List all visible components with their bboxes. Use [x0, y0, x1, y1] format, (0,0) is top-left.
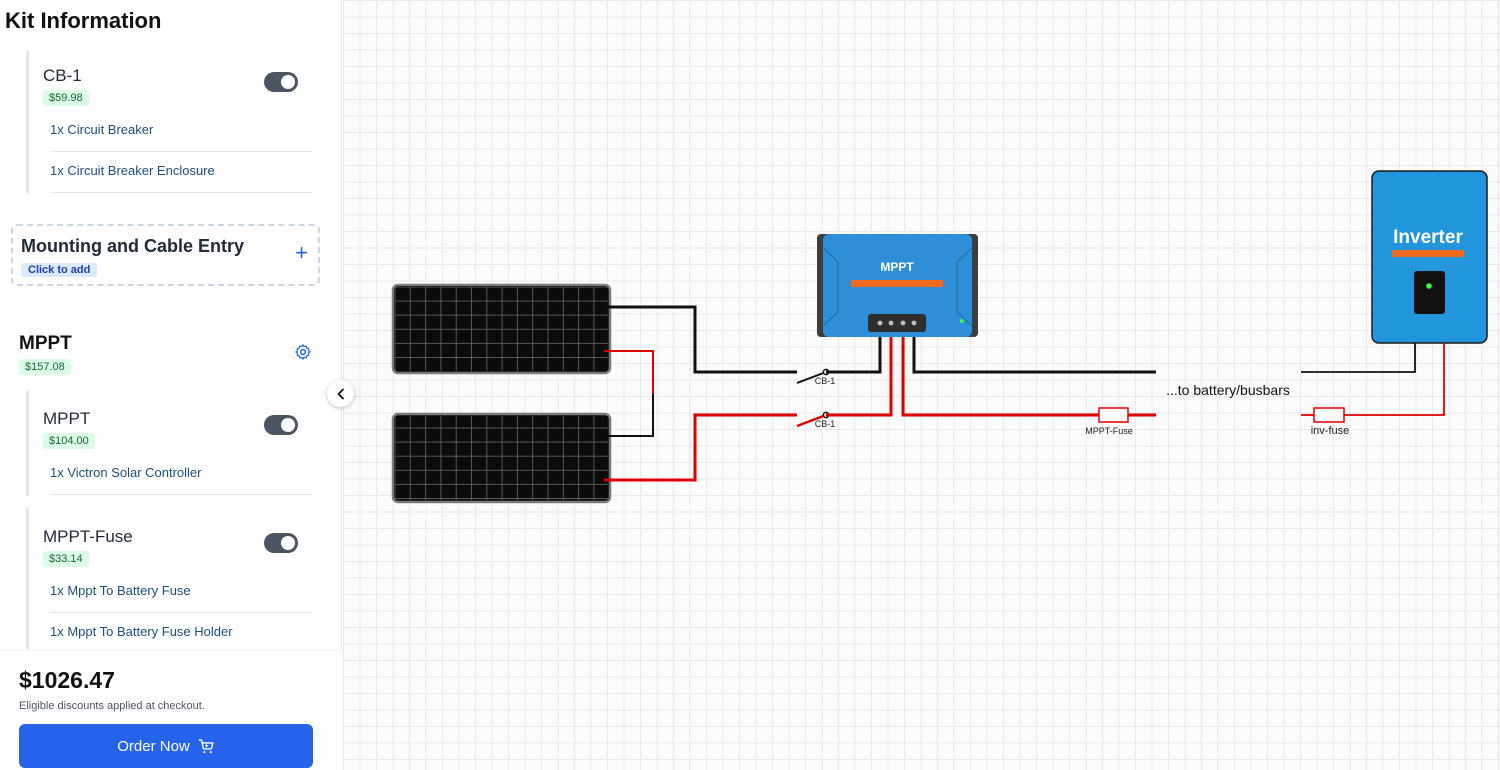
solar-panel-bottom[interactable] — [391, 412, 612, 504]
inv-fuse-symbol[interactable] — [1313, 407, 1345, 423]
total-price: $1026.47 — [19, 667, 115, 693]
kit-sidebar: Kit Information CB-1 $59.98 1x Circuit B… — [0, 0, 342, 770]
inverter-positive-wire — [1344, 343, 1445, 416]
breaker-switch-top[interactable] — [796, 371, 827, 384]
mppt-toggle[interactable] — [264, 415, 298, 435]
price-badge: $104.00 — [43, 433, 95, 449]
plus-icon[interactable]: + — [295, 240, 308, 265]
add-mounting-card[interactable]: Mounting and Cable Entry Click to add + — [11, 224, 320, 286]
negative-wire-mppt-out — [912, 329, 1156, 374]
click-to-add-badge: Click to add — [21, 263, 98, 277]
panel-series-black — [604, 394, 654, 437]
order-now-label: Order Now — [117, 737, 190, 755]
mppt-controller[interactable] — [817, 234, 978, 337]
wiring-diagram: MPPT Inverter CB-1 CB-1 MPPT-Fuse inv-fu… — [391, 170, 1488, 504]
part-link[interactable]: 1x Circuit Breaker Enclosure — [50, 163, 312, 193]
panel-series-red — [604, 350, 654, 394]
part-link[interactable]: 1x Mppt To Battery Fuse — [50, 583, 312, 613]
negative-wire-panel — [604, 305, 797, 374]
positive-wire-mppt-out — [901, 329, 1099, 417]
order-footer: $1026.47 Eligible discounts applied at c… — [0, 650, 342, 770]
item-name-mppt: MPPT — [43, 409, 91, 428]
positive-wire-mppt — [826, 329, 893, 417]
gear-icon[interactable] — [294, 343, 312, 361]
cb1-toggle[interactable] — [264, 72, 298, 92]
negative-wire-mppt — [826, 329, 882, 374]
cart-icon — [198, 738, 214, 753]
group-rail — [26, 507, 29, 650]
inv-fuse-label: inv-fuse — [1311, 425, 1350, 437]
group-rail — [26, 50, 29, 194]
section-price-badge: $157.08 — [19, 359, 71, 375]
chevron-left-icon — [337, 388, 344, 399]
price-badge: $59.98 — [43, 90, 89, 106]
mppt-device-label: MPPT — [880, 260, 914, 274]
mppt-fuse-toggle[interactable] — [264, 533, 298, 553]
group-rail — [26, 390, 29, 496]
section-title-mppt: MPPT — [19, 333, 72, 354]
part-link[interactable]: 1x Circuit Breaker — [50, 122, 312, 152]
inverter-device-label: Inverter — [1393, 227, 1463, 248]
item-name-cb1: CB-1 — [43, 66, 82, 85]
battery-busbars-label: ...to battery/busbars — [1166, 382, 1290, 398]
price-badge: $33.14 — [43, 551, 89, 567]
mounting-title: Mounting and Cable Entry — [21, 236, 244, 256]
diagram-canvas[interactable]: MPPT Inverter CB-1 CB-1 MPPT-Fuse inv-fu… — [343, 0, 1500, 770]
positive-wire-panel — [604, 413, 797, 482]
inverter-negative-wire — [1301, 343, 1416, 373]
kit-title: Kit Information — [5, 8, 162, 33]
collapse-sidebar-button[interactable] — [327, 380, 354, 407]
order-now-button[interactable]: Order Now — [19, 724, 313, 768]
breaker-top-label: CB-1 — [815, 376, 836, 386]
breaker-switch-bottom[interactable] — [796, 413, 827, 428]
inverter[interactable] — [1371, 170, 1488, 344]
breaker-bottom-label: CB-1 — [815, 419, 836, 429]
solar-panel-top[interactable] — [391, 283, 612, 375]
mppt-fuse-label: MPPT-Fuse — [1085, 426, 1133, 436]
discount-note: Eligible discounts applied at checkout. — [19, 700, 205, 712]
mppt-fuse-symbol[interactable] — [1098, 407, 1129, 423]
part-link[interactable]: 1x Victron Solar Controller — [50, 465, 312, 495]
item-name-mppt-fuse: MPPT-Fuse — [43, 527, 133, 546]
